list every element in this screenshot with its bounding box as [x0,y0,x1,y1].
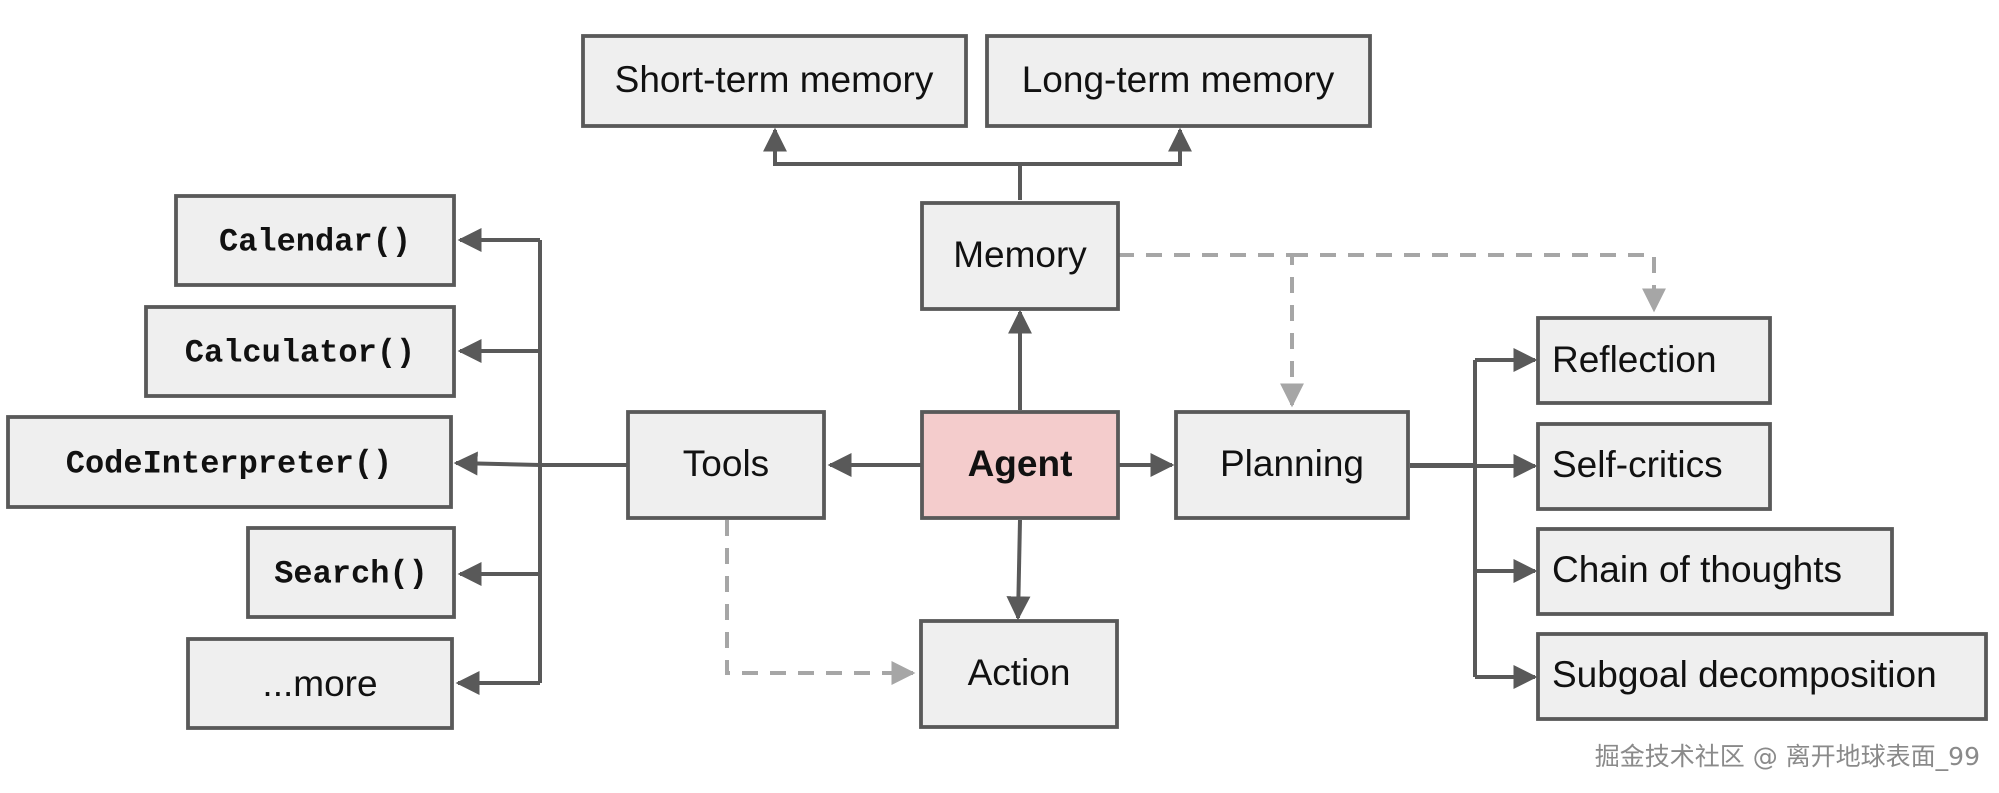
node-subgoal-decomposition-label: Subgoal decomposition [1552,654,1937,695]
node-search: Search() [246,526,456,619]
edge-tools-to-code-interpreter [453,451,541,476]
node-more: ...more [186,637,454,730]
node-short-term-memory: Short-term memory [581,34,968,128]
node-long-term-memory-label: Long-term memory [1022,59,1335,100]
node-more-label: ...more [262,663,377,704]
edge-memory-to-reflection-dashed [1292,253,1666,313]
edge-memory-to-long-term [1020,127,1192,166]
edges [453,127,1666,695]
node-planning: Planning [1174,410,1410,520]
node-calculator-label: Calculator() [185,334,415,371]
node-calendar-label: Calendar() [219,223,411,260]
node-action-label: Action [968,652,1071,693]
node-subgoal-decomposition: Subgoal decomposition [1536,632,1988,721]
edge-tools-to-action-dashed [725,520,916,685]
node-tools-label: Tools [683,443,769,484]
node-reflection: Reflection [1536,316,1772,405]
node-agent-label: Agent [968,443,1073,484]
node-calculator: Calculator() [144,305,456,398]
node-memory-label: Memory [953,234,1087,275]
node-memory: Memory [920,201,1120,311]
node-long-term-memory: Long-term memory [985,34,1372,128]
node-calendar: Calendar() [174,194,456,287]
node-tools: Tools [626,410,826,520]
node-planning-label: Planning [1220,443,1364,484]
node-search-label: Search() [274,555,428,592]
node-chain-of-thoughts-label: Chain of thoughts [1552,549,1842,590]
node-self-critics-label: Self-critics [1552,444,1723,485]
node-reflection-label: Reflection [1552,339,1717,380]
node-action: Action [919,619,1119,729]
edge-memory-to-planning-dashed [1118,253,1304,408]
node-code-interpreter-label: CodeInterpreter() [66,445,392,482]
node-code-interpreter: CodeInterpreter() [6,415,453,509]
node-agent: Agent [920,410,1120,520]
edge-agent-to-action [1006,519,1031,621]
node-short-term-memory-label: Short-term memory [615,59,934,100]
node-chain-of-thoughts: Chain of thoughts [1536,527,1894,616]
node-self-critics: Self-critics [1536,422,1772,511]
edge-memory-to-short-term [763,127,1180,166]
watermark-text: 掘金技术社区 @ 离开地球表面_99 [1595,742,1980,771]
